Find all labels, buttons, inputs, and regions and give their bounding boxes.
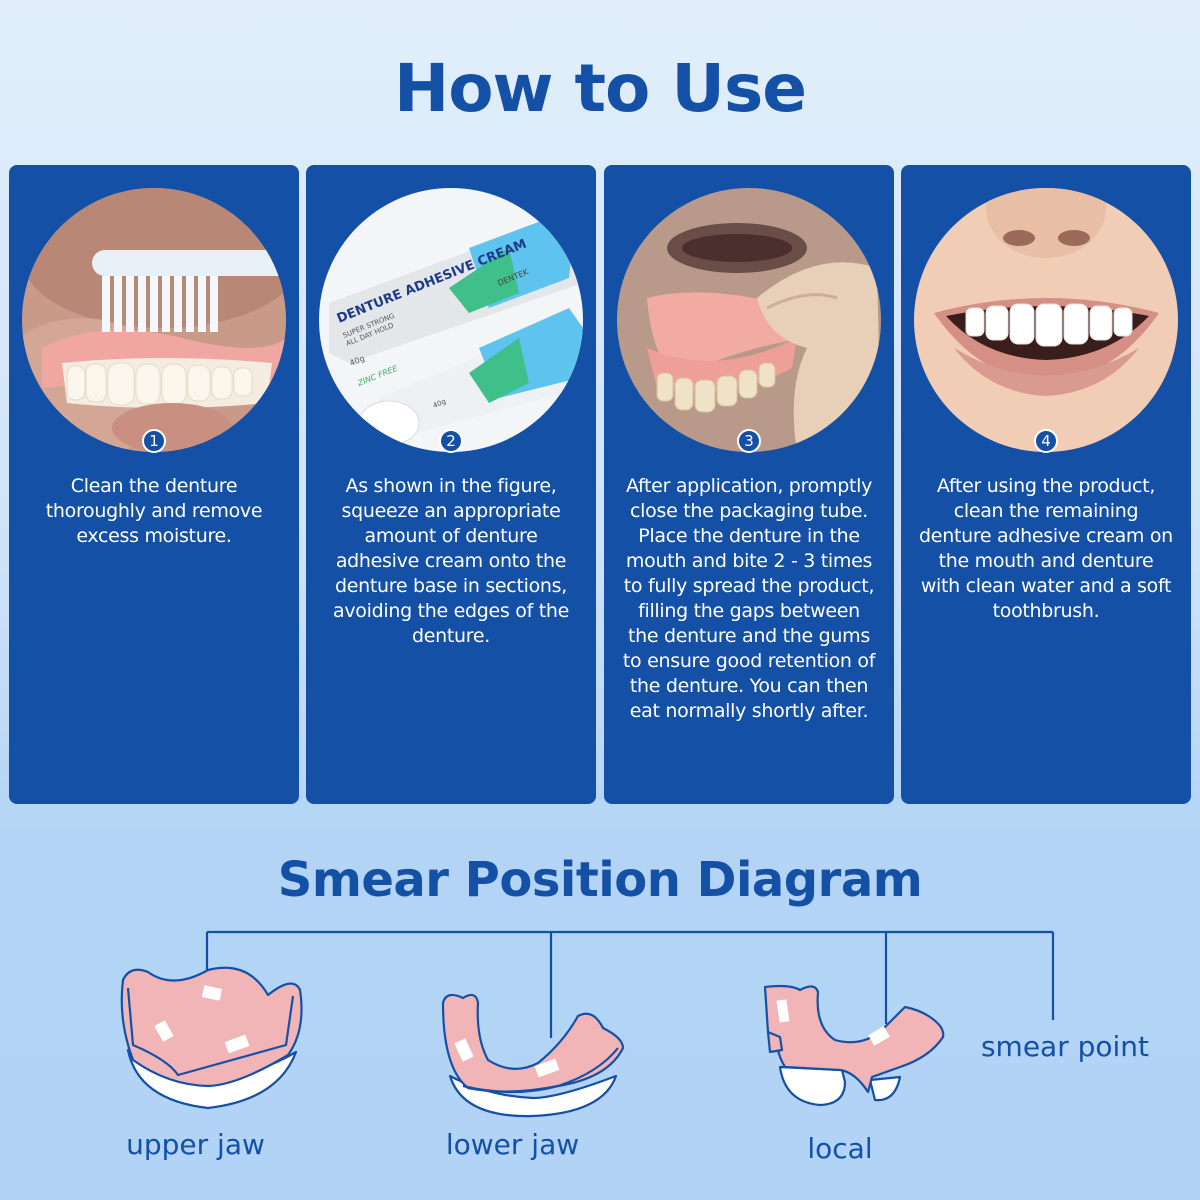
step-number-badge: 3: [737, 429, 761, 453]
step-number-badge: 2: [439, 429, 463, 453]
step-number-badge: 4: [1034, 429, 1058, 453]
denture-insertion-photo: [617, 188, 881, 452]
steps-container: 1 Clean the denture thoroughly and remov…: [9, 165, 1191, 804]
local-label: local: [807, 1132, 873, 1165]
lower-jaw-label: lower jaw: [445, 1128, 580, 1161]
step-description: After using the product, clean the remai…: [919, 475, 1173, 622]
step-card-1: 1 Clean the denture thoroughly and remov…: [9, 165, 299, 804]
denture-brushing-illustration: [22, 188, 286, 452]
smear-point-connector-lines: [205, 930, 1055, 1038]
smile-photo: [914, 188, 1178, 452]
page-title: How to Use: [393, 50, 807, 127]
lower-jaw-icon: [441, 993, 625, 1118]
diagram-title: Smear Position Diagram: [277, 852, 923, 908]
product-photo: DENTURE ADHESIVE CREAM SUPER STRONG ALL …: [319, 188, 583, 452]
step-description: As shown in the figure, squeeze an appro…: [333, 475, 569, 647]
step-card-3: 3 After application, promptly close the …: [604, 165, 894, 804]
denture-in-fingers-illustration: [617, 188, 881, 452]
partial-denture-icon: [763, 984, 945, 1107]
step-number-badge: 1: [142, 429, 166, 453]
smear-position-diagram: upper jaw lower jaw local smear point: [0, 920, 1200, 1200]
smear-point-legend-label: smear point: [980, 1030, 1150, 1063]
denture-brushing-photo: [22, 188, 286, 452]
step-card-4: 4 After using the product, clean the rem…: [901, 165, 1191, 804]
step-description: After application, promptly close the pa…: [622, 475, 876, 722]
adhesive-cream-product-illustration: DENTURE ADHESIVE CREAM SUPER STRONG ALL …: [319, 188, 583, 452]
step-card-2: DENTURE ADHESIVE CREAM SUPER STRONG ALL …: [306, 165, 596, 804]
smiling-mouth-illustration: [914, 188, 1178, 452]
upper-jaw-label: upper jaw: [126, 1128, 265, 1161]
step-description: Clean the denture thoroughly and remove …: [45, 475, 263, 547]
upper-jaw-icon: [120, 966, 303, 1110]
